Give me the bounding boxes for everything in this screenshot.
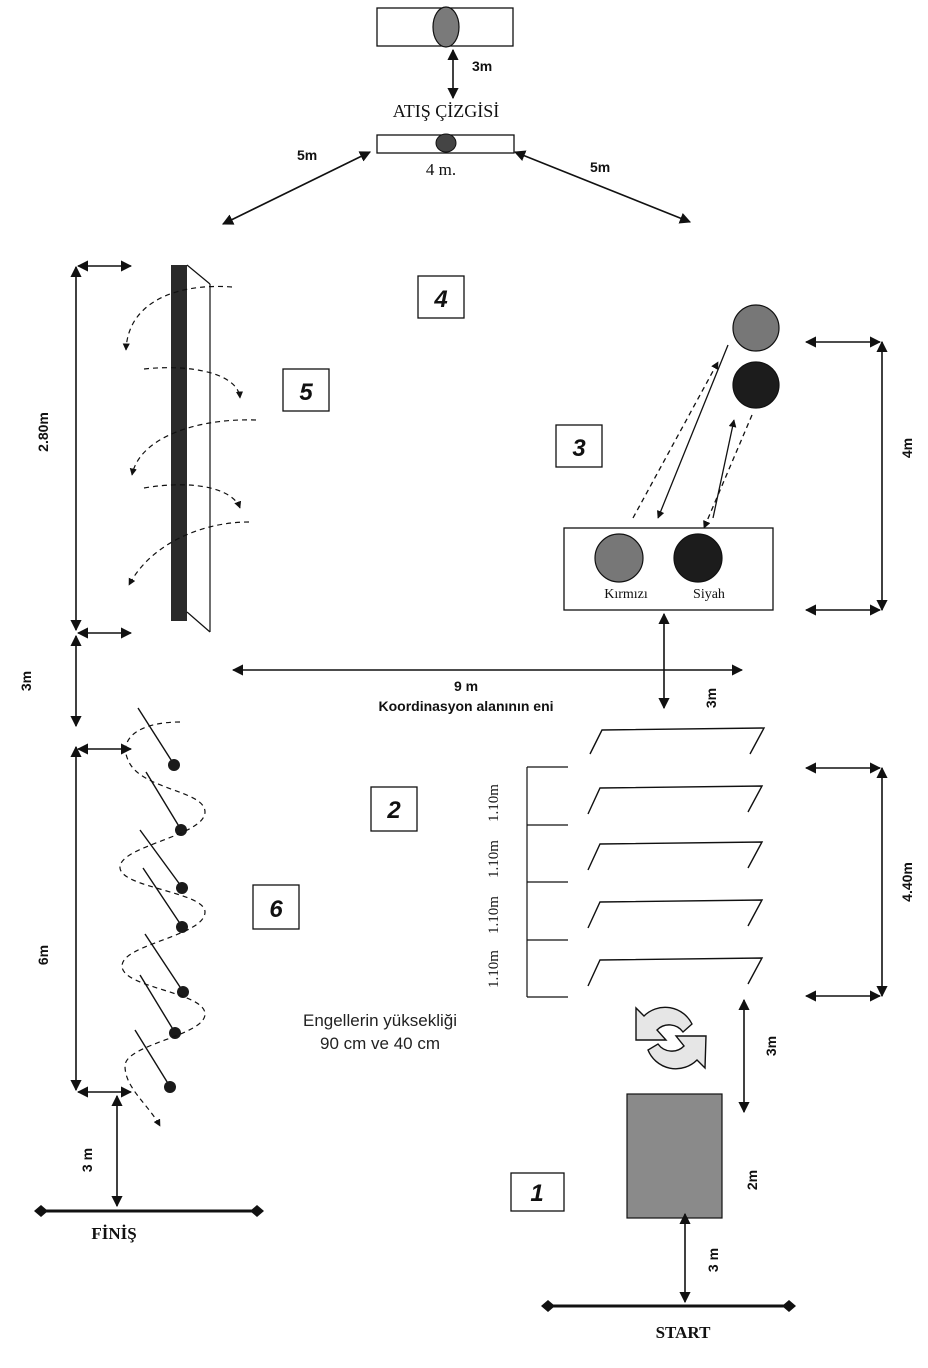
label-3m-left-mid: 3m [18, 671, 34, 691]
shooting-line-label: ATIŞ ÇİZGİSİ [393, 101, 500, 121]
forward-roll-icon [635, 1006, 707, 1070]
hurdle-spacing-brackets [526, 766, 568, 998]
label-5m-left: 5m [297, 147, 317, 163]
hurdle-height-note-line1: Engellerin yüksekliği [303, 1011, 457, 1030]
hurdle-spacing-3: 1.10m [486, 896, 502, 934]
label-3m-top: 3m [472, 58, 492, 74]
slalom-path [119, 721, 206, 1127]
label-440m: 4.40m [899, 862, 915, 902]
station-4-number: 4 [433, 286, 447, 313]
label-3m-start: 3 m [705, 1248, 721, 1272]
black-ball-label: Siyah [693, 587, 725, 602]
label-6m: 6m [35, 945, 51, 965]
station-3-number: 3 [572, 435, 586, 462]
station-6-number: 6 [269, 896, 283, 923]
start-mat [626, 1093, 723, 1219]
finish-label: FİNİŞ [91, 1224, 136, 1243]
label-3m-center: 3m [703, 688, 719, 708]
target-frame [376, 6, 514, 48]
label-9m: 9 m [454, 678, 478, 694]
right-5m-arrow [513, 150, 692, 224]
hurdle-spacing-4: 1.10m [486, 950, 502, 988]
hurdle-height-note-line2: 90 cm ve 40 cm [320, 1034, 440, 1053]
label-2m: 2m [744, 1170, 760, 1190]
label-3m-bottom-left: 3 m [79, 1148, 95, 1172]
station-1-box [510, 1172, 565, 1212]
left-5m-arrow [221, 151, 372, 225]
balance-bench [171, 264, 211, 633]
station-5-box [282, 368, 330, 412]
station-1-number: 1 [530, 1180, 543, 1207]
box-ball-red [594, 533, 644, 583]
label-4m-right: 4m [899, 438, 915, 458]
target-ball-black [732, 361, 780, 409]
label-5m-right: 5m [590, 159, 610, 175]
slalom-cones [164, 759, 189, 1093]
box-ball-black [673, 533, 723, 583]
station-5-number: 5 [299, 379, 313, 406]
shooting-line-board [376, 133, 515, 154]
hurdle-spacing-2: 1.10m [486, 840, 502, 878]
station-3-box [555, 424, 603, 468]
target-ball-red [732, 304, 780, 352]
station-2-number: 2 [386, 797, 401, 824]
label-280m: 2.80m [35, 412, 51, 452]
station-4-box [417, 275, 465, 319]
hurdle-spacing-1: 1.10m [486, 784, 502, 822]
red-ball-label: Kırmızı [604, 587, 648, 602]
slalom-poles [134, 707, 183, 1086]
label-3m-right: 3m [763, 1036, 779, 1056]
station-2-box [370, 786, 418, 832]
start-line [541, 1300, 796, 1312]
finish-line [34, 1205, 264, 1217]
ball-box [563, 527, 774, 611]
bench-zigzag-path [122, 285, 257, 586]
ball-transfer-paths [632, 344, 753, 529]
start-label: START [656, 1323, 711, 1342]
station-6-box [252, 884, 300, 930]
hurdles [587, 727, 766, 987]
area-width-label: Koordinasyon alanının eni [378, 698, 553, 714]
label-4m-board: 4 m. [426, 160, 456, 179]
